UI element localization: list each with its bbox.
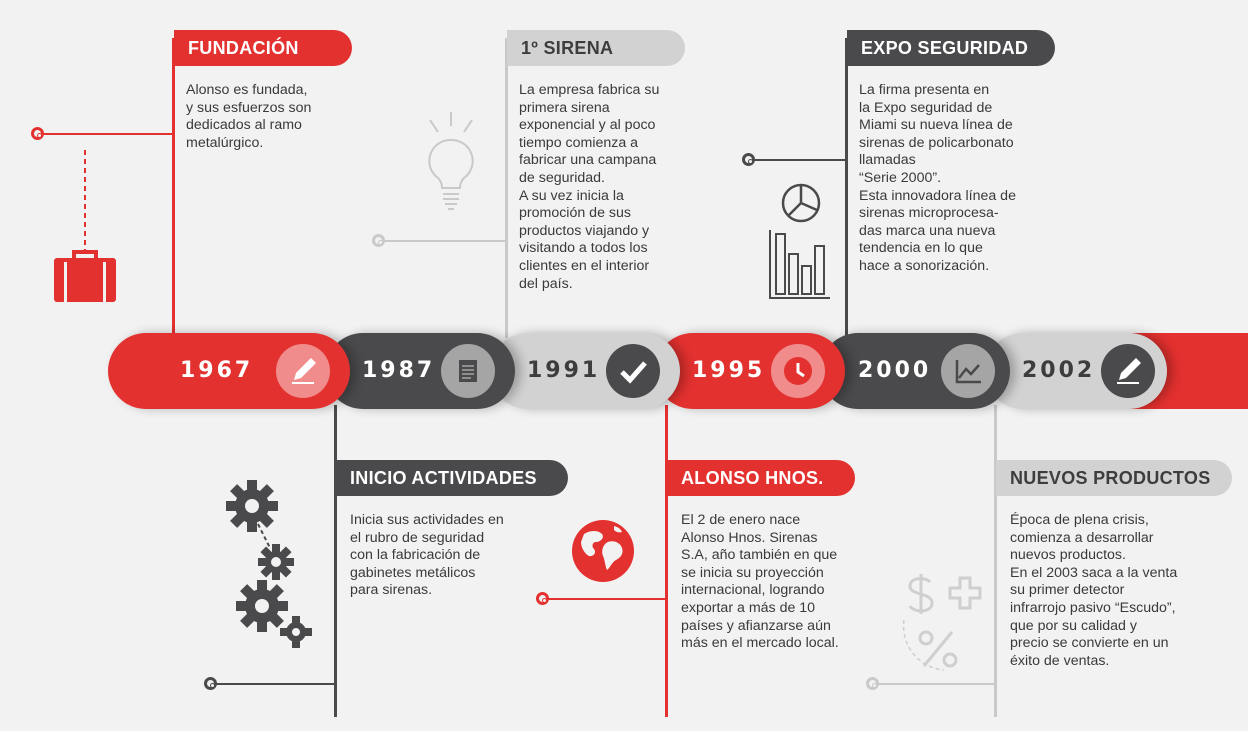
pencil-icon — [1101, 344, 1155, 398]
sirena-pin-line — [384, 240, 506, 242]
expo-pin-icon — [742, 153, 755, 166]
document-icon — [441, 344, 495, 398]
line-chart-icon — [941, 344, 995, 398]
checkmark-icon — [606, 344, 660, 398]
alonso-text: El 2 de enero nace Alonso Hnos. Sirenas … — [681, 512, 839, 652]
nuevos-pin-icon — [866, 677, 879, 690]
lightbulb-icon — [428, 112, 474, 210]
inicio-text: Inicia sus actividades en el rubro de se… — [350, 512, 504, 599]
bar-chart-icon — [769, 230, 830, 299]
briefcase-icon — [54, 150, 116, 302]
year-1987: 1987 — [362, 358, 436, 383]
year-2002: 2002 — [1022, 358, 1096, 383]
inicio-connector-line — [334, 405, 337, 717]
inicio-pin-line — [216, 683, 336, 685]
inicio-pin-icon — [204, 677, 217, 690]
expo-connector-line — [845, 38, 848, 338]
sirena-pin-icon — [372, 234, 385, 247]
pie-chart-icon — [781, 183, 821, 223]
fundacion-pin-icon — [31, 127, 44, 140]
expo-text: La firma presenta en la Expo seguridad d… — [859, 82, 1016, 274]
alonso-connector-line — [665, 405, 668, 717]
sirena-connector-line — [505, 38, 508, 338]
gears-icon — [226, 480, 312, 648]
alonso-pin-icon — [536, 592, 549, 605]
globe-icon — [572, 520, 634, 582]
sirena-text: La empresa fabrica su primera sirena exp… — [519, 82, 660, 292]
nuevos-text: Época de plena crisis, comienza a desarr… — [1010, 512, 1178, 669]
expo-pin-line — [754, 159, 846, 161]
nuevos-pin-line — [878, 683, 996, 685]
expo-title: EXPO SEGURIDAD — [847, 30, 1055, 66]
sirena-title: 1º SIRENA — [507, 30, 685, 66]
fundacion-title: FUNDACIÓN — [174, 30, 352, 66]
fundacion-connector-line — [172, 38, 175, 338]
inicio-title: INICIO ACTIVIDADES — [336, 460, 568, 496]
year-2000: 2000 — [858, 358, 932, 383]
pencil-icon — [276, 344, 330, 398]
nuevos-connector-line — [994, 405, 997, 717]
year-1995: 1995 — [692, 358, 766, 383]
clock-icon — [771, 344, 825, 398]
fundacion-pin-line — [44, 133, 174, 135]
alonso-pin-line — [548, 598, 667, 600]
year-1967: 1967 — [180, 358, 254, 383]
fundacion-text: Alonso es fundada, y sus esfuerzos son d… — [186, 82, 312, 151]
dollar-plus-percent-icon — [902, 574, 982, 671]
nuevos-title: NUEVOS PRODUCTOS — [996, 460, 1232, 496]
alonso-title: ALONSO HNOS. — [667, 460, 855, 496]
year-1991: 1991 — [527, 358, 601, 383]
